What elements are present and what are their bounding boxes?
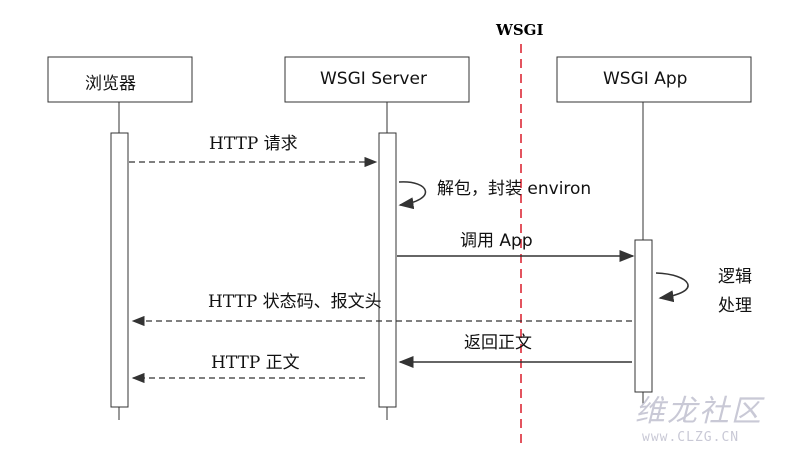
server-activation [378,132,397,408]
http-body-label: HTTP 正文 [211,353,300,373]
participant-server-box [284,56,470,103]
logic-label-line1: 逻辑 [718,267,752,287]
return-body-label: 返回正文 [464,333,532,353]
http-request-label: HTTP 请求 [209,134,298,154]
call-app-label: 调用 App [460,231,533,251]
participant-app-label: WSGI App [603,69,688,89]
watermark-logo: 维龙社区 [635,394,763,429]
unpack-label: 解包，封装 environ [437,179,592,199]
browser-activation [110,132,129,408]
status-headers-label: HTTP 状态码、报文头 [208,292,382,312]
watermark-url: www.CLZG.CN [642,430,740,445]
logic-label-line2: 处理 [718,296,752,316]
app-activation [634,239,653,393]
wsgi-divider-label: WSGI [496,21,544,39]
participant-browser-label: 浏览器 [85,74,136,94]
participant-browser-box [47,56,193,103]
logic-self-arrow [655,272,689,303]
participant-server-label: WSGI Server [320,69,427,89]
unpack-self-arrow [398,181,427,210]
participant-app-box [556,56,752,103]
